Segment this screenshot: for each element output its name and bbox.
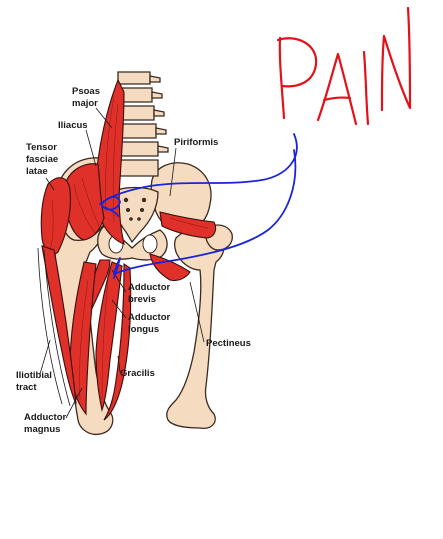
iliotibial-tract-outline	[37, 247, 63, 405]
label-gracilis: Gracilis	[120, 368, 155, 379]
pain-referral-scribble	[99, 133, 298, 279]
gracilis-muscle	[103, 262, 132, 421]
label-adductor-magnus: Adductor magnus	[24, 412, 69, 435]
label-piriformis: Piriformis	[174, 137, 218, 148]
label-tensor-fasciae-latae: Tensor fasciae latae	[26, 142, 61, 177]
label-psoas-major: Psoas major	[72, 86, 103, 109]
iliacus-muscle	[63, 163, 105, 241]
vastus-lateral-muscle	[41, 245, 77, 405]
lumbar-spine	[115, 71, 169, 177]
tensor-fasciae-latae-muscle	[40, 177, 71, 255]
iliotibial-tract-outline-2	[43, 249, 71, 407]
label-iliacus: Iliacus	[58, 120, 88, 131]
label-pectineus: Pectineus	[206, 338, 251, 349]
leader-lines	[39, 107, 205, 419]
label-adductor-brevis: Adductor brevis	[128, 282, 173, 305]
adductor-magnus-muscle	[69, 261, 97, 416]
label-adductor-longus: Adductor longus	[128, 312, 173, 335]
muscle-fibers	[49, 95, 209, 405]
labels: Psoas major Iliacus Tensor fasciae latae…	[16, 86, 251, 435]
pain-handwriting	[276, 6, 412, 126]
right-femur	[166, 224, 233, 429]
label-iliotibial-tract: Iliotibial tract	[16, 370, 55, 393]
piriformis-muscle	[159, 211, 217, 239]
